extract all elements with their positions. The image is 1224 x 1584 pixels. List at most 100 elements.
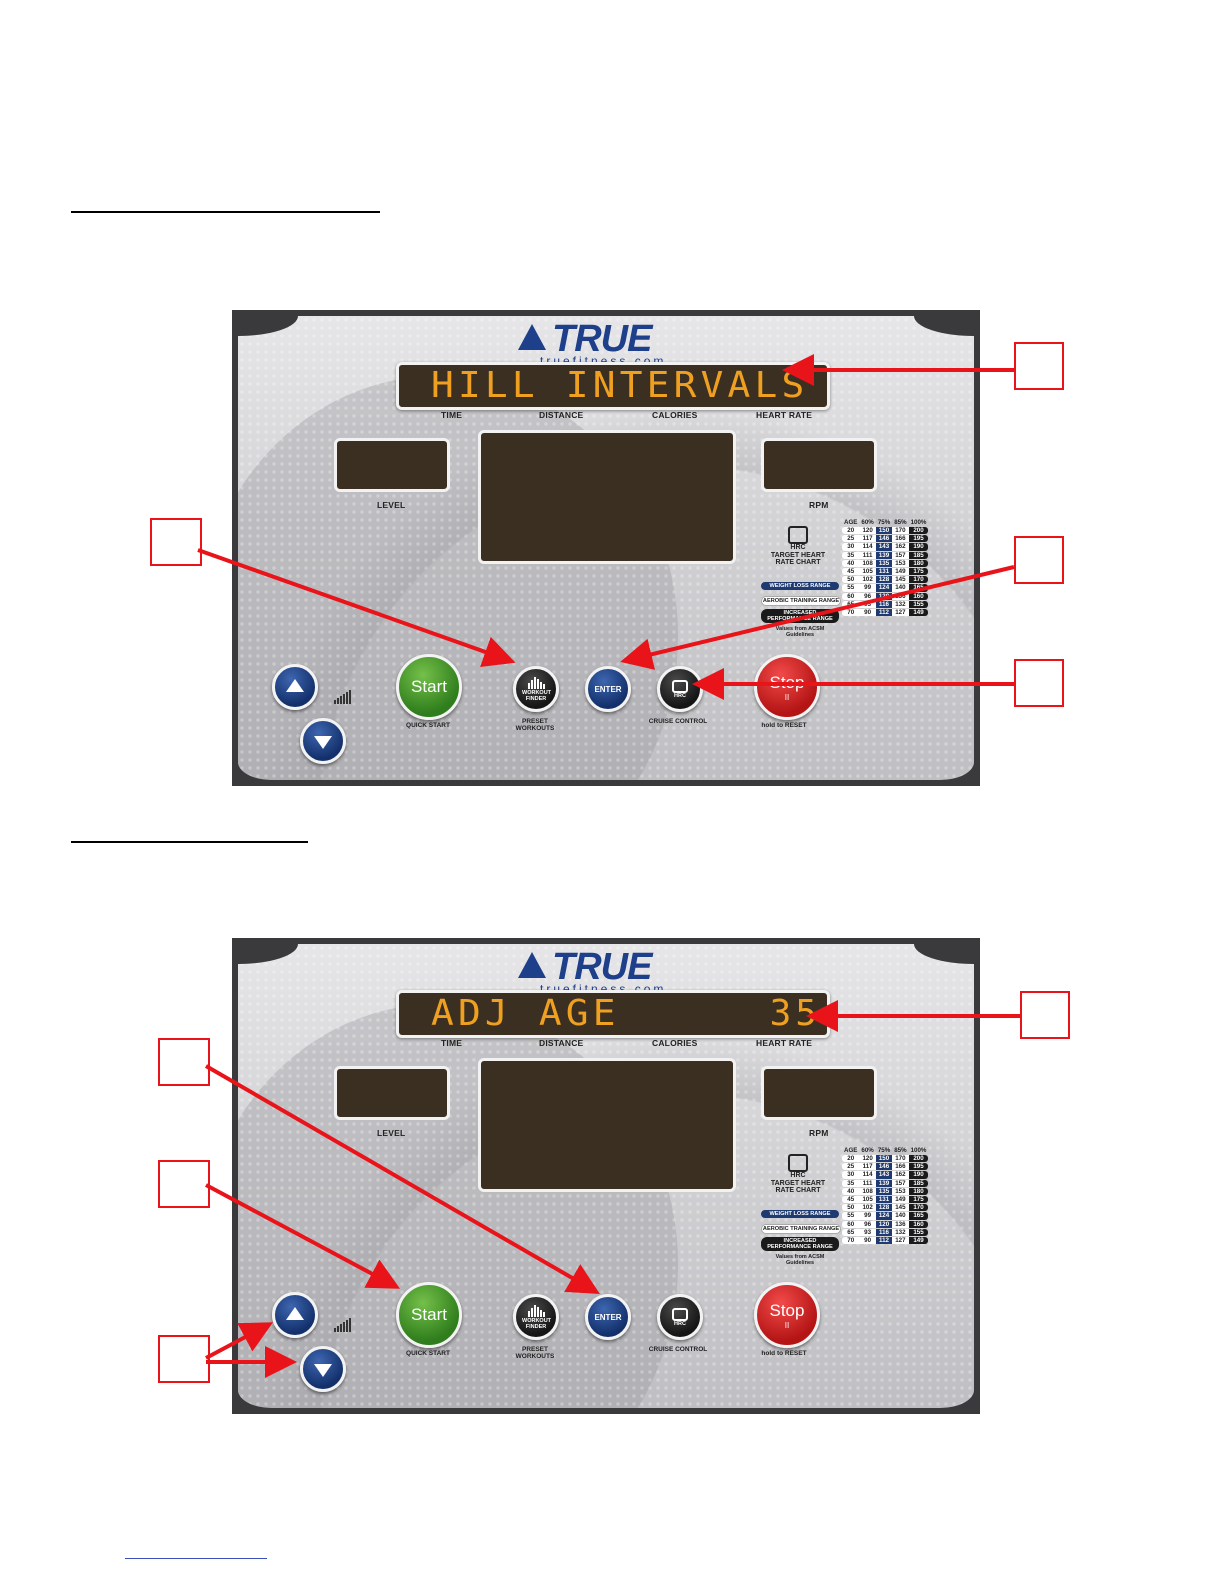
heart-icon [672, 1307, 688, 1321]
display-message: ADJ AGE [431, 993, 620, 1034]
label-time: TIME [441, 410, 463, 420]
heart-rate-cell: 20 [842, 527, 860, 535]
start-button[interactable]: Start [396, 654, 462, 720]
incline-up-button[interactable] [272, 1292, 318, 1338]
heart-rate-cell: 180 [908, 559, 929, 568]
heart-rate-cell: 136 [892, 1220, 909, 1228]
heart-rate-cell: 40 [842, 1187, 860, 1196]
heart-rate-cell: 90 [859, 609, 876, 617]
rpm-window [761, 438, 877, 492]
preset-workouts-label: PRESET WORKOUTS [515, 718, 555, 732]
heart-rate-cell: 185 [908, 551, 929, 559]
heart-rate-cell: 140 [892, 1212, 909, 1220]
heart-rate-cell: 55 [842, 1212, 860, 1220]
heart-rate-cell: 140 [892, 584, 909, 592]
heart-rate-cell: 60 [842, 1220, 860, 1228]
callout-box-start-2 [158, 1160, 210, 1208]
heart-rate-cell: 128 [875, 576, 893, 584]
section-heading-rule-1 [71, 211, 380, 213]
label-rpm: RPM [809, 500, 829, 510]
heart-rate-cell: 195 [908, 535, 929, 543]
incline-down-button[interactable] [300, 1346, 346, 1392]
stop-label: Stop [769, 1300, 805, 1320]
start-button[interactable]: Start [396, 1282, 462, 1348]
arrow-up-icon [286, 679, 304, 692]
message-display: HILL INTERVALS [396, 362, 830, 410]
quick-start-label: QUICK START [406, 1350, 450, 1357]
heart-rate-cell: 70 [842, 609, 860, 617]
acsm-note: Values from ACSM Guidelines [775, 626, 825, 638]
callout-box-display-1 [1014, 342, 1064, 390]
heart-rate-cell: 25 [842, 535, 860, 543]
heart-rate-cell: 120 [859, 1155, 876, 1163]
pause-icon: II [784, 692, 790, 702]
cruise-control-button[interactable]: HRC [657, 1294, 703, 1340]
heart-rate-cell: 102 [859, 576, 876, 584]
heart-rate-cell: 160 [908, 592, 929, 600]
incline-down-button[interactable] [300, 718, 346, 764]
heart-rate-cell: 93 [859, 1228, 876, 1237]
heart-icon [788, 526, 808, 544]
acsm-note: Values from ACSM Guidelines [775, 1254, 825, 1266]
enter-button[interactable]: ENTER [585, 666, 631, 712]
heart-rate-cell: 157 [892, 1179, 909, 1187]
true-logo-mark-icon [518, 952, 546, 978]
heart-rate-cell: 112 [875, 1237, 893, 1245]
heart-rate-cell: 112 [875, 609, 893, 617]
enter-button[interactable]: ENTER [585, 1294, 631, 1340]
hrc-label: HRC [790, 544, 806, 551]
level-window [334, 438, 450, 492]
callout-box-arrows-2 [158, 1335, 210, 1383]
display-message: HILL INTERVALS [431, 365, 809, 406]
heart-rate-cell: 150 [875, 527, 893, 535]
heart-rate-cell: 111 [859, 551, 876, 559]
heart-rate-cell: 170 [908, 576, 929, 584]
profile-display [478, 1058, 736, 1192]
legend-weight-loss: WEIGHT LOSS RANGE [761, 582, 839, 590]
label-calories: CALORIES [652, 410, 698, 420]
workout-finder-label: WORKOUT FINDER [522, 689, 552, 702]
heart-rate-cell: 132 [892, 1228, 909, 1237]
heart-rate-cell: 127 [892, 609, 909, 617]
heart-rate-cell: 195 [908, 1163, 929, 1171]
legend-weight-loss: WEIGHT LOSS RANGE [761, 1210, 839, 1218]
workout-finder-button[interactable]: WORKOUT FINDER [513, 666, 559, 712]
heart-rate-cell: 175 [908, 1196, 929, 1204]
label-heart-rate: HEART RATE [756, 410, 813, 420]
heart-rate-cell: 139 [875, 551, 893, 559]
heart-rate-cell: 180 [908, 1187, 929, 1196]
heart-rate-cell: 160 [908, 1220, 929, 1228]
heart-rate-cell: 108 [859, 559, 876, 568]
incline-up-button[interactable] [272, 664, 318, 710]
heart-rate-cell: 155 [908, 600, 929, 609]
heart-rate-cell: 111 [859, 1179, 876, 1187]
heart-rate-cell: 124 [875, 1212, 893, 1220]
cruise-control-label: CRUISE CONTROL [648, 718, 708, 725]
rpm-window [761, 1066, 877, 1120]
start-label: Start [411, 1305, 447, 1324]
heart-rate-header: 100% [910, 519, 927, 526]
hrc-button-label: HRC [674, 692, 686, 699]
arrow-to-workout-finder-1 [197, 548, 516, 668]
console-panel-1: TRUE truefitness.com HILL INTERVALS TIME… [232, 310, 980, 786]
heart-rate-cell: 102 [859, 1204, 876, 1212]
heart-rate-cell: 131 [875, 568, 893, 576]
heart-rate-cell: 128 [875, 1204, 893, 1212]
heart-rate-cell: 96 [859, 1220, 876, 1228]
heart-rate-cell: 149 [908, 1237, 929, 1245]
arrow-down-icon [314, 736, 332, 749]
heart-icon [788, 1154, 808, 1172]
hrc-label: HRC [790, 1172, 806, 1179]
label-distance: DISTANCE [539, 1038, 584, 1048]
workout-finder-button[interactable]: WORKOUT FINDER [513, 1294, 559, 1340]
